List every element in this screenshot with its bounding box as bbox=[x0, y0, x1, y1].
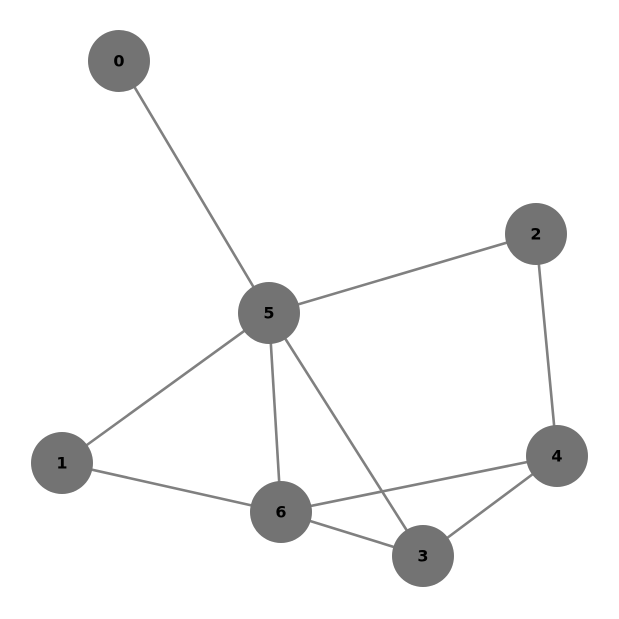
node-circle bbox=[526, 425, 588, 487]
node-label: 0 bbox=[113, 52, 124, 71]
node-label: 6 bbox=[275, 503, 286, 522]
node-label: 1 bbox=[56, 454, 67, 473]
node-label: 2 bbox=[530, 225, 541, 244]
edge-5-1 bbox=[61, 311, 270, 465]
nodes-layer: 0 1 2 3 4 5 6 bbox=[31, 30, 588, 587]
node-5: 5 bbox=[238, 282, 300, 344]
node-2: 2 bbox=[505, 203, 567, 265]
node-circle bbox=[31, 432, 93, 494]
edge-5-2 bbox=[268, 232, 537, 315]
edge-5-6 bbox=[267, 312, 283, 513]
edges-layer bbox=[61, 60, 559, 558]
node-circle bbox=[505, 203, 567, 265]
node-0: 0 bbox=[88, 30, 150, 92]
edge-1-6 bbox=[61, 461, 282, 514]
node-circle bbox=[392, 525, 454, 587]
node-label: 3 bbox=[417, 547, 428, 566]
node-circle bbox=[88, 30, 150, 92]
node-4: 4 bbox=[526, 425, 588, 487]
edge-0-5 bbox=[117, 60, 271, 314]
node-label: 4 bbox=[551, 447, 562, 466]
node-1: 1 bbox=[31, 432, 93, 494]
node-circle bbox=[250, 481, 312, 543]
node-label: 5 bbox=[263, 304, 274, 323]
edge-2-4 bbox=[534, 233, 559, 457]
node-6: 6 bbox=[250, 481, 312, 543]
node-circle bbox=[238, 282, 300, 344]
edge-6-4 bbox=[280, 454, 558, 514]
edge-5-3 bbox=[267, 312, 425, 557]
node-3: 3 bbox=[392, 525, 454, 587]
